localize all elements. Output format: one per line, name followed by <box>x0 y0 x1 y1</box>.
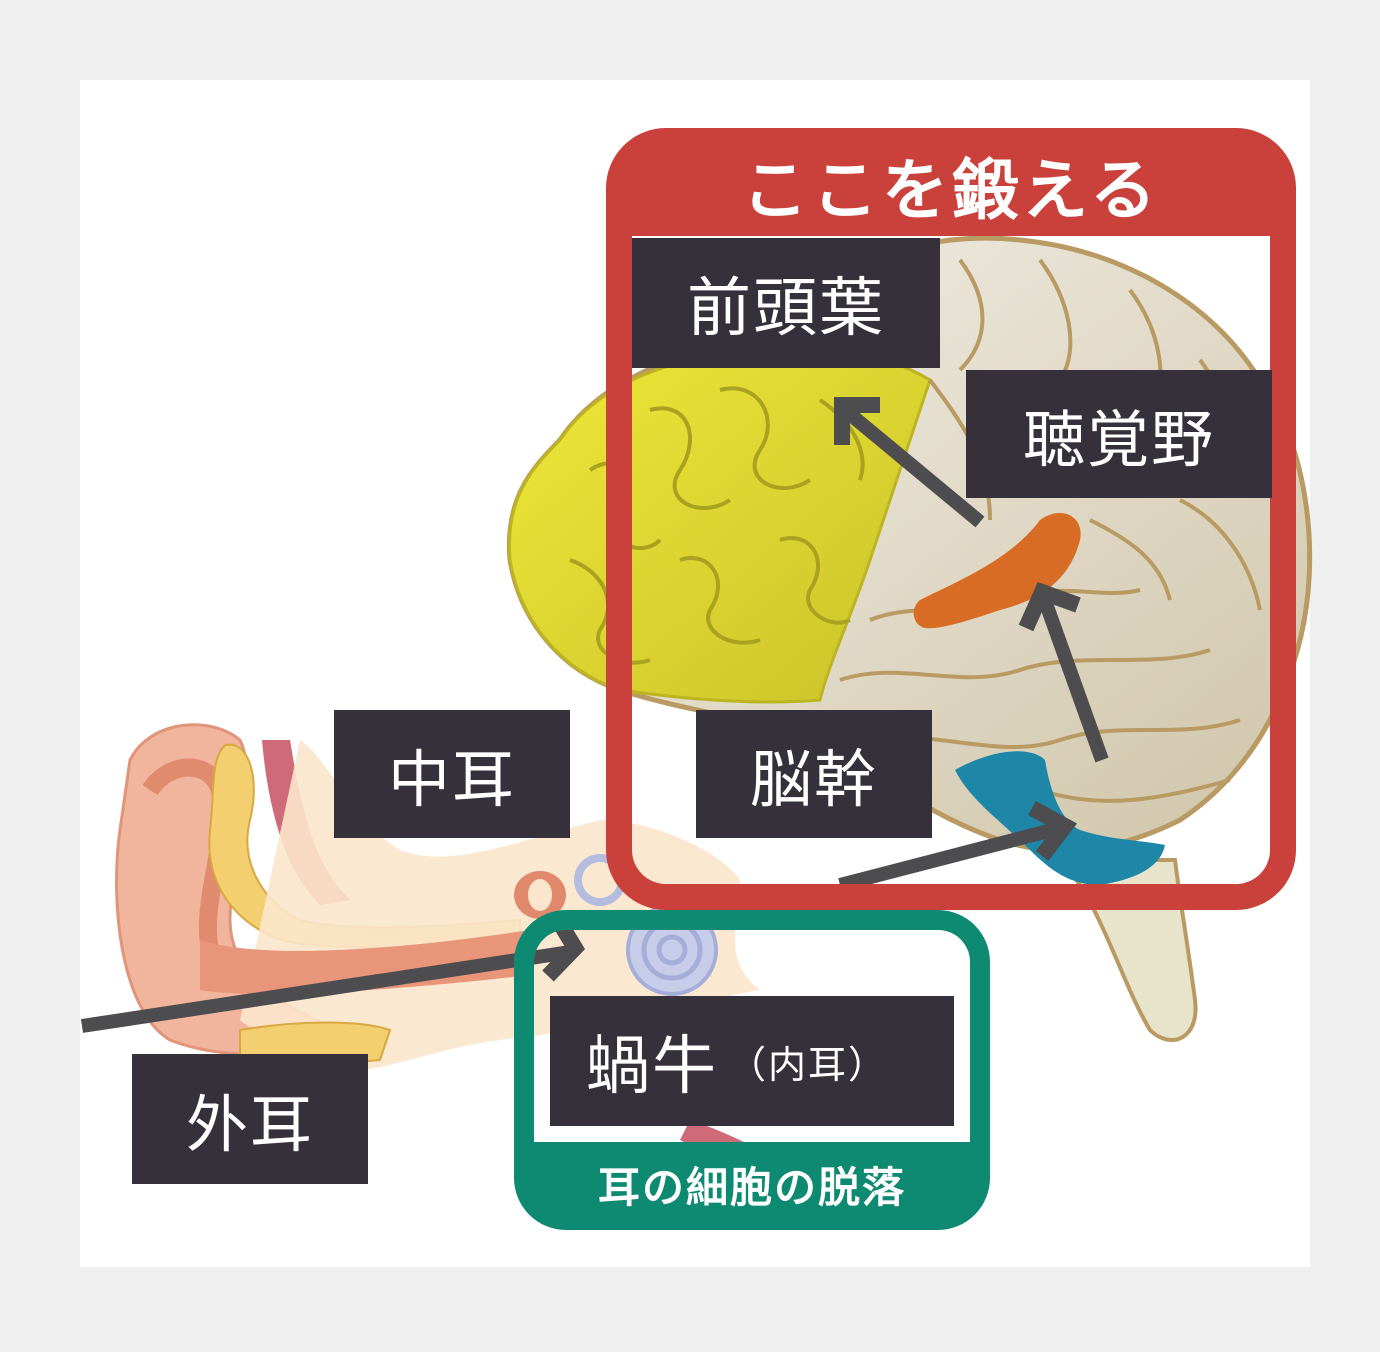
label-brainstem-text: 脳幹 <box>749 743 878 816</box>
label-outer-ear-text: 外耳 <box>185 1088 314 1161</box>
label-cochlea-note: （内耳） <box>728 1042 889 1087</box>
label-auditory-cortex: 聴覚野 <box>966 370 1272 498</box>
label-frontal-lobe: 前頭葉 <box>632 238 940 368</box>
label-brainstem: 脳幹 <box>696 710 932 838</box>
ear-cell-loss-box <box>514 910 990 1230</box>
label-outer-ear: 外耳 <box>132 1054 368 1184</box>
ear-cell-loss-caption: 耳の細胞の脱落 <box>597 1162 906 1212</box>
label-cochlea-text: 蝸牛 <box>586 1030 718 1104</box>
auditory-cortex-region <box>913 512 1081 629</box>
label-middle-ear: 中耳 <box>334 710 570 838</box>
arrow-brainstem-to-auditory <box>1037 595 1109 763</box>
ear-canal <box>200 930 530 995</box>
arrow-cochlea-to-brainstem <box>838 821 1062 892</box>
label-frontal-lobe-text: 前頭葉 <box>687 272 885 346</box>
arrow-outer-to-cochlea <box>80 945 572 1033</box>
pathway-arrows <box>80 397 1109 1033</box>
label-auditory-cortex-text: 聴覚野 <box>1022 403 1215 476</box>
label-cochlea: 蝸牛 （内耳） <box>550 996 954 1126</box>
training-target-title: ここを鍛える <box>741 152 1161 229</box>
training-target-box <box>606 128 1296 910</box>
arrow-auditory-to-frontal <box>840 404 985 528</box>
label-middle-ear-text: 中耳 <box>387 743 516 816</box>
